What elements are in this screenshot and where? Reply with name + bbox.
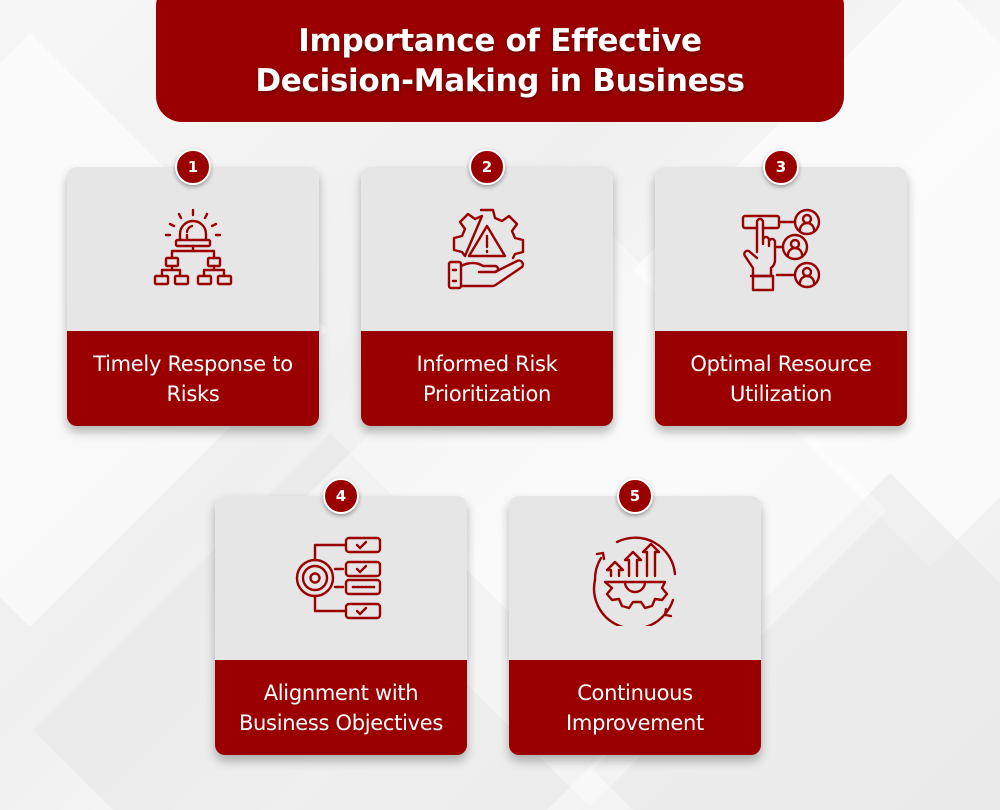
step-badge: 2 (469, 149, 505, 185)
card-icon-area (67, 167, 319, 331)
card-label-area: Timely Response to Risks (67, 331, 319, 426)
card-label: Optimal Resource Utilization (690, 351, 872, 406)
step-badge: 3 (763, 149, 799, 185)
page-title: Importance of Effective Decision-Making … (255, 21, 745, 101)
card-icon-area (215, 496, 467, 660)
hand-select-people-icon (733, 204, 829, 294)
card-risk-prioritization: 2 Informed Risk Prioritization (361, 149, 613, 426)
card-label-area: Optimal Resource Utilization (655, 331, 907, 426)
card-label-area: Informed Risk Prioritization (361, 331, 613, 426)
card-timely-response: 1 (67, 149, 319, 426)
card-label-area: Alignment with Business Objectives (215, 660, 467, 755)
title-line-1: Importance of Effective (298, 23, 702, 59)
card-icon-area (655, 167, 907, 331)
title-banner: Importance of Effective Decision-Making … (156, 0, 844, 122)
gear-cycle-arrows-icon (587, 530, 683, 626)
card-alignment: 4 Alignment with Business Ob (215, 478, 467, 755)
card-label: Alignment with Business Objectives (238, 680, 444, 735)
card-label: Informed Risk Prioritization (416, 351, 558, 406)
card-label: Continuous Improvement (566, 680, 704, 735)
step-badge: 1 (175, 149, 211, 185)
step-badge: 5 (617, 478, 653, 514)
target-checklist-icon (293, 533, 389, 623)
card-label: Timely Response to Risks (93, 351, 293, 406)
card-icon-area (361, 167, 613, 331)
step-badge: 4 (323, 478, 359, 514)
card-label-area: Continuous Improvement (509, 660, 761, 755)
alarm-hierarchy-icon (148, 204, 238, 294)
card-continuous-improvement: 5 Continuous Improvement (509, 478, 761, 755)
gear-warning-hand-icon (439, 204, 535, 294)
title-line-2: Decision-Making in Business (255, 63, 745, 99)
card-resource-utilization: 3 Optimal Resource (655, 149, 907, 426)
card-icon-area (509, 496, 761, 660)
